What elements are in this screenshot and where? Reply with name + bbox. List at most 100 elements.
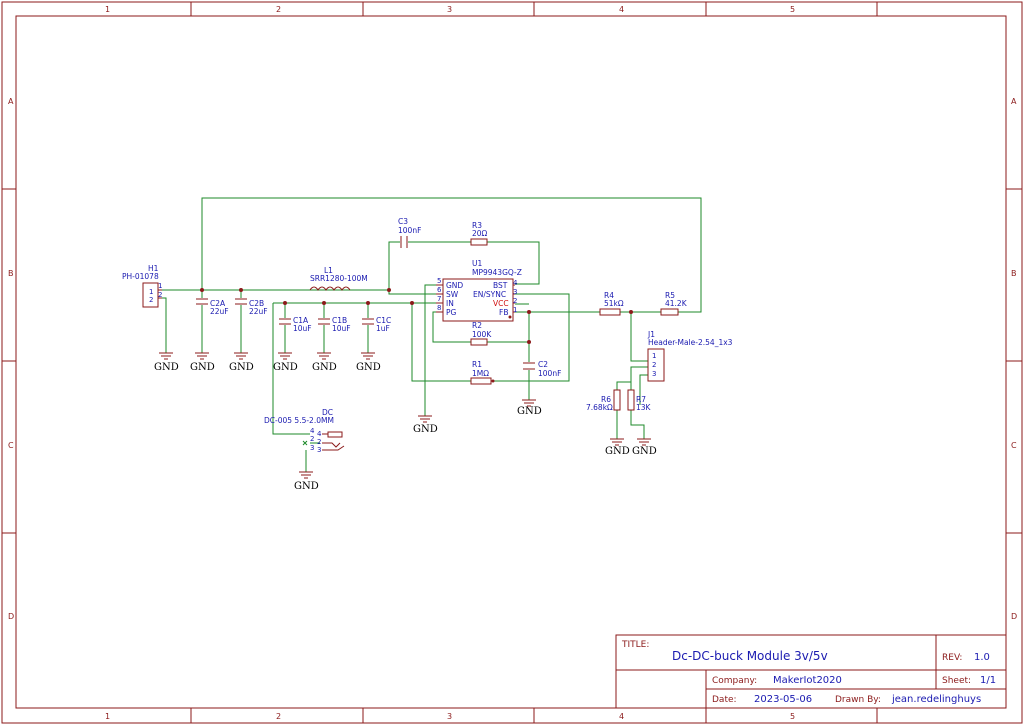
gnd-label: GND [294,481,319,492]
row-label-left: C [8,441,14,450]
inductor-l1[interactable]: L1 SRR1280-100M [309,266,368,291]
r2-value: 100K [472,330,492,339]
col-label-bottom: 1 [105,712,110,721]
dc-jack[interactable]: DC DC-005 5.5-2.0MM 4 2 3 4 2 3 [264,408,345,454]
resistor-r2[interactable]: R2 100K [470,321,492,346]
r3-ref: R3 [472,221,482,230]
gnd-label: GND [632,446,657,457]
resistor-r6[interactable]: R6 7.68kΩ [586,389,621,412]
col-label-top: 4 [619,5,624,14]
h1-pin2: 2 [149,296,153,304]
gnd-label: GND [273,362,298,373]
gnd-icon: GND [413,415,438,435]
capacitor-c1c[interactable]: C1C 1uF [362,316,391,333]
j1-pin: 3 [652,370,656,378]
capacitor-c2[interactable]: C2 100nF [523,360,561,378]
capacitor-c3[interactable]: C3 100nF [398,217,421,248]
row-label-left: D [8,612,14,621]
gnd-label: GND [517,406,542,417]
gnd-icon: GND [190,352,215,373]
dc-pin-inner: 3 [317,446,321,454]
header-j1[interactable]: J1 Header-Male-2.54_1x3 1 2 3 [647,330,733,382]
gnd-icon: GND [154,352,179,373]
gnd-label: GND [356,362,381,373]
c1a-ref: C1A [293,316,309,325]
gnd-label: GND [312,362,337,373]
u1-pin-num: 7 [437,295,441,303]
capacitor-c1a[interactable]: C1A 10uF [279,316,312,333]
dc-pin: 4 [310,427,315,435]
dc-pin: 3 [310,444,314,452]
gnd-icon: GND [517,399,542,417]
dc-ref: DC [322,408,333,417]
h1-value: PH-01078 [122,272,159,281]
c1b-ref: C1B [332,316,347,325]
gnd-icon: GND [356,352,381,373]
c2a-ref: C2A [210,299,226,308]
j1-pin: 2 [652,361,656,369]
c1a-value: 10uF [293,324,312,333]
dc-value: DC-005 5.5-2.0MM [264,416,334,425]
sheet-label: Sheet: [942,676,971,686]
u1-pin-num: 1 [513,306,517,314]
col-label-top: 5 [790,5,795,14]
dc-pin-inner: 4 [317,430,322,438]
col-label-bottom: 2 [276,712,281,721]
u1-pin-num: 3 [513,288,517,296]
gnd-icon: GND [273,352,298,373]
u1-value: MP9943GQ-Z [472,268,522,277]
r4-value: 51kΩ [604,299,624,308]
sheet-value: 1/1 [980,675,996,686]
r1-value: 1MΩ [472,369,489,378]
l1-ref: L1 [324,266,333,275]
r7-value: 13K [636,403,652,412]
title-block: TITLE: Dc-DC-buck Module 3v/5v REV: 1.0 … [615,634,1007,709]
u1-pin-num: 2 [513,297,517,305]
ic-u1[interactable]: U1 MP9943GQ-Z GND SW IN PG 5 6 7 8 BST E… [436,259,522,322]
r7-ref: R7 [636,395,646,404]
gnd-label: GND [413,424,438,435]
row-label-right: D [1011,612,1017,621]
col-label-bottom: 4 [619,712,624,721]
r1-ref: R1 [472,360,482,369]
u1-pin-vcc: VCC [493,299,509,308]
resistor-r1[interactable]: R1 1MΩ [470,360,495,385]
col-label-bottom: 5 [790,712,795,721]
gnd-label: GND [154,362,179,373]
connector-h1[interactable]: H1 PH-01078 1 2 1 2 [122,264,162,308]
h1-ref: H1 [148,264,159,273]
gnd-icon: GND [632,438,657,457]
u1-pin-pg: PG [446,308,457,317]
gnd-label: GND [190,362,215,373]
capacitor-c2b[interactable]: C2B 22uF [235,298,268,316]
r5-value: 41.2K [665,299,688,308]
u1-pin-fb: FB [499,308,508,317]
u1-pin-num: 8 [437,304,441,312]
capacitor-c1b[interactable]: C1B 10uF [318,316,351,333]
u1-pin-en-sync: EN/SYNC [473,290,506,299]
resistor-r7[interactable]: R7 13K [627,389,652,412]
h1-pin1: 1 [149,288,153,296]
resistor-r4[interactable]: R4 51kΩ [599,291,624,316]
r4-ref: R4 [604,291,614,300]
capacitor-c2a[interactable]: C2A 22uF [196,298,229,316]
date-value: 2023-05-06 [754,694,812,705]
dc-pin: 2 [310,435,314,443]
u1-pin-num: 4 [513,279,518,287]
rev-label: REV: [942,653,962,663]
gnd-icon: GND [294,471,319,492]
dc-pin-inner: 2 [317,438,321,446]
resistor-r3[interactable]: R3 20Ω [470,221,488,246]
col-label-top: 2 [276,5,281,14]
u1-pin-bst: BST [493,281,508,290]
u1-ref: U1 [472,259,482,268]
u1-pin-sw: SW [446,290,459,299]
row-label-right: A [1011,97,1017,106]
c2-ref: C2 [538,360,548,369]
resistor-r5[interactable]: R5 41.2K [660,291,688,316]
gnd-icon: GND [605,438,630,457]
c2-value: 100nF [538,369,561,378]
l1-value: SRR1280-100M [310,274,368,283]
r6-value: 7.68kΩ [586,403,613,412]
